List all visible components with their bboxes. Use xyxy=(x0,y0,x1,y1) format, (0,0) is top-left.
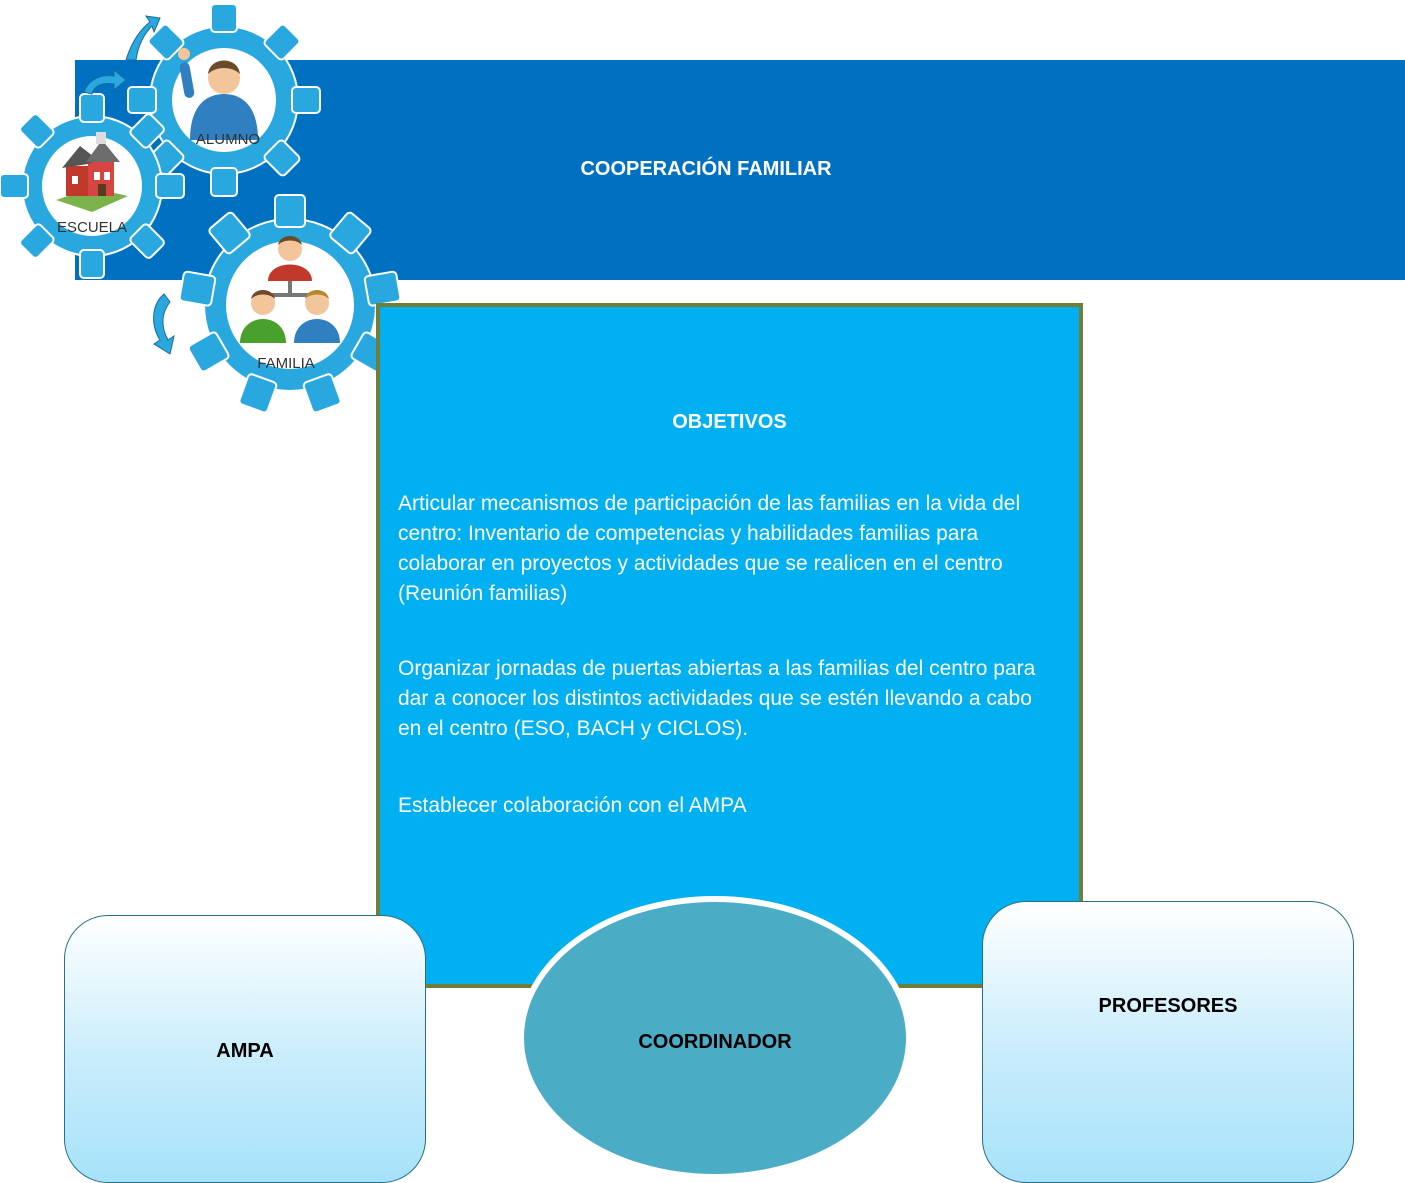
gear-alumno: ALUMNO xyxy=(127,3,321,197)
gear-label-alumno: ALUMNO xyxy=(196,131,260,148)
family-icon xyxy=(240,236,340,343)
objective-item: Organizar jornadas de puertas abiertas a… xyxy=(398,657,1036,740)
objective-item: Establecer colaboración con el AMPA xyxy=(398,794,747,817)
teachers-card: PROFESORES xyxy=(982,901,1354,1183)
coordinator-ellipse: COORDINADOR xyxy=(518,896,912,1180)
objectives-box: OBJETIVOS Articular mecanismos de partic… xyxy=(376,303,1083,988)
gear-label-familia: FAMILIA xyxy=(257,355,315,372)
objectives-title: OBJETIVOS xyxy=(672,411,787,433)
objective-item: Articular mecanismos de participación de… xyxy=(398,492,1021,605)
student-icon xyxy=(178,48,258,140)
teachers-label: PROFESORES xyxy=(1098,994,1238,1017)
school-icon xyxy=(56,132,128,212)
gear-familia: FAMILIA xyxy=(178,194,402,414)
gear-label-escuela: ESCUELA xyxy=(57,219,127,236)
page-title: COOPERACIÓN FAMILIAR xyxy=(580,158,832,180)
gears-logo: ALUMNO xyxy=(0,3,402,414)
ampa-card: AMPA xyxy=(64,915,426,1183)
gear-escuela: ESCUELA xyxy=(0,93,185,279)
ampa-label: AMPA xyxy=(216,1039,274,1062)
coordinator-label: COORDINADOR xyxy=(638,1031,792,1053)
rotation-arrow-icon xyxy=(83,15,175,355)
